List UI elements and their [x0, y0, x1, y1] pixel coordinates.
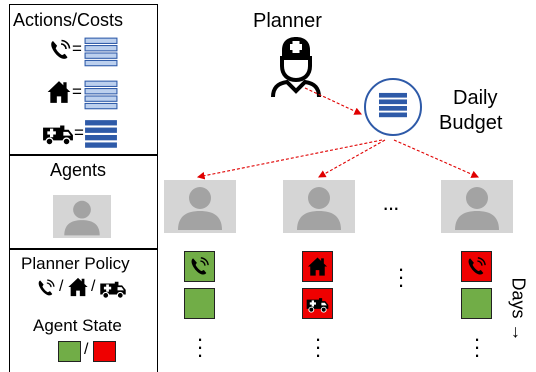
equals-sign: =: [72, 39, 82, 58]
state-cell-green: [184, 288, 215, 319]
agents-panel: [9, 154, 158, 250]
agent-card-2: [283, 180, 355, 233]
middle-dots: ...: [397, 251, 405, 292]
policy-cell-ambulance: [302, 288, 333, 319]
slash: /: [91, 278, 96, 295]
planner-policy-title: Planner Policy: [21, 254, 130, 273]
actions-costs-title: Actions/Costs: [13, 10, 124, 30]
slash: /: [84, 341, 89, 358]
state-cell-green: [461, 288, 492, 319]
agents-ellipsis: ···: [382, 195, 400, 220]
arrow-planner-to-budget: [304, 87, 362, 115]
arrow-budget-to-agent-n: [393, 139, 480, 178]
agent-card-n: [441, 180, 513, 233]
days-axis-label: Days →: [508, 277, 529, 342]
planner-label: Planner: [253, 10, 322, 32]
agent-avatar: [53, 195, 111, 238]
daily-budget-label-line2: Budget: [439, 112, 503, 134]
agents-title: Agents: [50, 160, 107, 180]
policy-cell-phone: [184, 251, 215, 282]
slash: /: [59, 278, 64, 295]
equals-sign: =: [72, 82, 82, 101]
daily-budget-label-line1: Daily: [453, 87, 498, 109]
days-dots: ...: [314, 321, 322, 362]
days-dots: ...: [473, 321, 481, 362]
policy-cell-house: [302, 251, 333, 282]
agent-state-title: Agent State: [33, 316, 122, 335]
agent-card-1: [164, 180, 236, 233]
state-green-swatch: [58, 341, 81, 362]
equals-sign: =: [74, 123, 84, 142]
state-red-swatch: [93, 341, 116, 362]
policy-cell-phone: [461, 251, 492, 282]
arrow-budget-to-agent-2: [318, 139, 386, 178]
arrow-budget-to-agent-1: [196, 139, 383, 180]
planner-policy-panel: [9, 248, 158, 372]
doctor-icon: [270, 36, 322, 98]
actions-costs-panel: [9, 4, 158, 156]
days-dots: ...: [196, 321, 204, 362]
daily-budget-circle: [364, 78, 422, 136]
